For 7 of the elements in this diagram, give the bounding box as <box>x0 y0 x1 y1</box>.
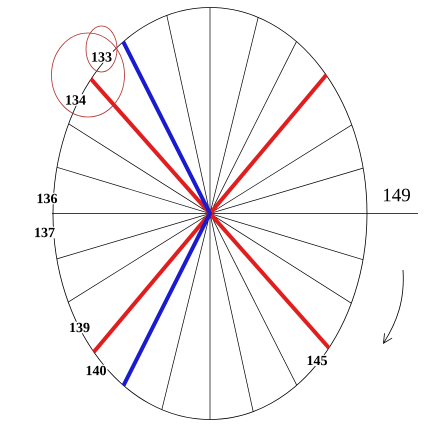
number-label: 139 <box>68 322 91 334</box>
number-label: 145 <box>306 354 328 366</box>
circled-number: 133 <box>86 26 118 72</box>
number-label: 136 <box>36 192 58 204</box>
number-label: 140 <box>84 364 108 376</box>
number-label: 149 <box>381 188 412 202</box>
number-label: 137 <box>33 226 56 238</box>
